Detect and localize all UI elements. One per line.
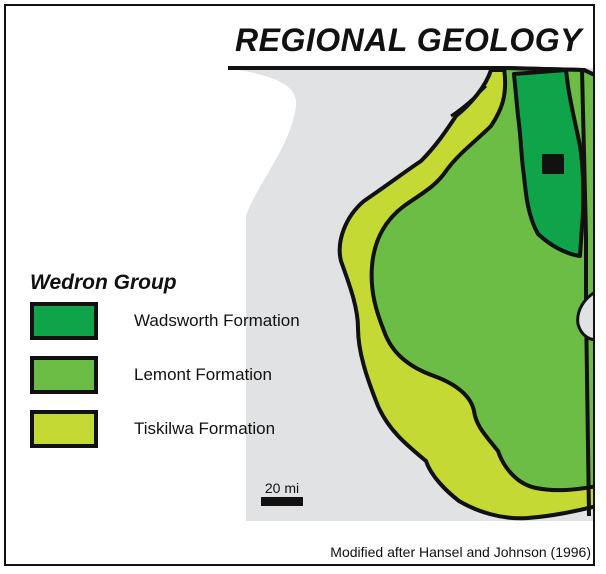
geology-map — [228, 66, 593, 521]
map-title: REGIONAL GEOLOGY — [235, 22, 582, 58]
scale-label: 20 mi — [264, 480, 300, 496]
lemont-swatch — [30, 356, 98, 394]
scale-bar-graphic — [261, 497, 303, 506]
legend-label-tiskilwa: Tiskilwa Formation — [134, 419, 276, 438]
tiskilwa-swatch — [30, 410, 98, 448]
legend-item-wadsworth: Wadsworth Formation — [30, 302, 350, 342]
wadsworth-swatch — [30, 302, 98, 340]
city-marker — [542, 154, 564, 174]
lake-inlet — [576, 291, 593, 341]
lake-shoreline — [580, 69, 591, 517]
source-credit: Modified after Hansel and Johnson (1996) — [330, 544, 591, 560]
scale-bar: 20 mi — [261, 480, 311, 506]
formation-boundary — [450, 84, 488, 118]
map-frame: REGIONAL GEOLOGY Wedron Group Wadsworth … — [4, 4, 595, 566]
legend-label-lemont: Lemont Formation — [134, 365, 272, 384]
legend-item-lemont: Lemont Formation — [30, 356, 350, 396]
legend-heading: Wedron Group — [30, 271, 177, 294]
legend-item-tiskilwa: Tiskilwa Formation — [30, 410, 350, 450]
legend-label-wadsworth: Wadsworth Formation — [134, 311, 300, 330]
